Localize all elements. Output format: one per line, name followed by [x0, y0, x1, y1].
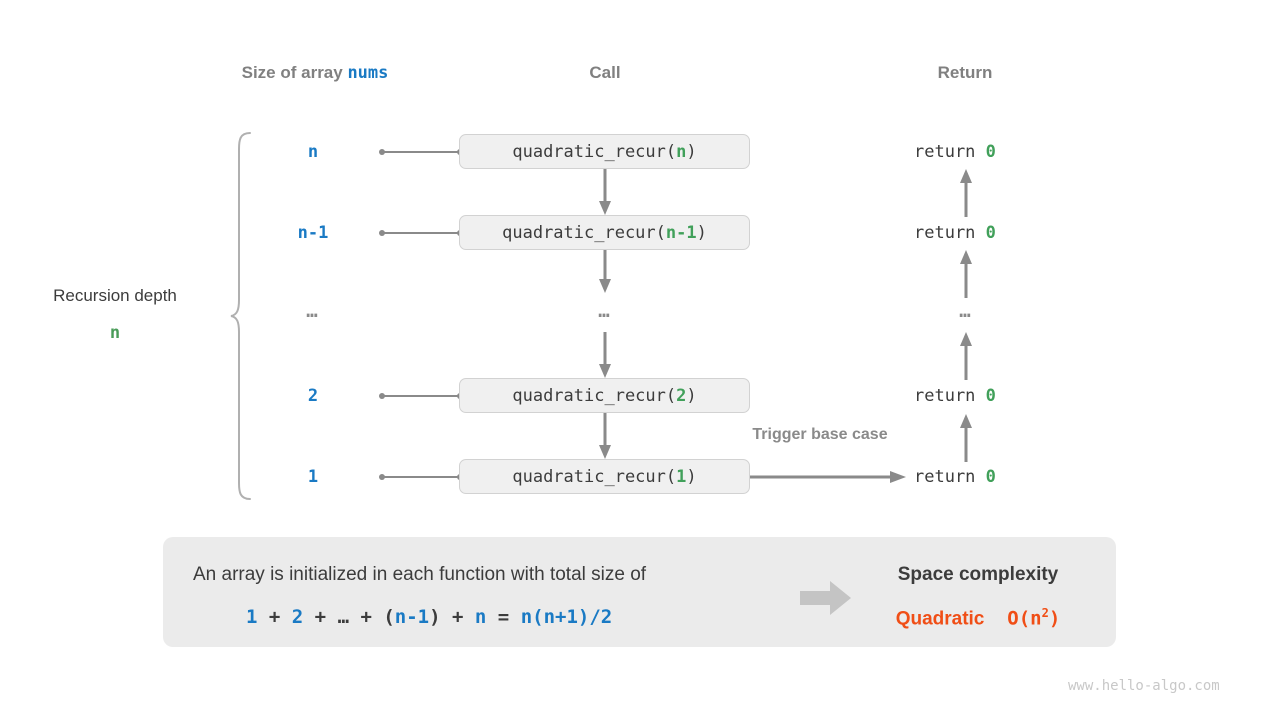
connector-row-2	[378, 224, 464, 242]
formula-paren-close: )	[429, 606, 441, 628]
formula-result: n(n+1)/2	[520, 606, 613, 628]
size-label-row-1: n	[307, 142, 319, 162]
summary-panel-formula: 1 + 2 + … + (n-1) + n = n(n+1)/2	[246, 606, 612, 628]
recursion-depth-brace	[228, 130, 254, 502]
size-label-row-4: 2	[307, 386, 319, 406]
call-box-row-1-suffix: )	[686, 141, 697, 162]
formula-ellipsis: …	[337, 606, 350, 628]
return-arrow-2-to-1	[956, 167, 976, 217]
connector-row-4	[378, 387, 464, 405]
call-box-row-2-arg: n-1	[665, 222, 697, 243]
call-box-row-1-prefix: quadratic_recur(	[512, 141, 677, 162]
column-header-size-text: Size of array	[241, 63, 348, 82]
column-header-size-code: nums	[347, 63, 389, 83]
space-complexity-value: Quadratic O(n2)	[878, 606, 1078, 630]
base-case-arrow	[750, 467, 908, 487]
return-label-row-1-prefix: return	[914, 142, 986, 162]
block-arrow-icon	[800, 580, 852, 616]
column-header-size: Size of array nums	[190, 63, 440, 83]
recursion-depth-title: Recursion depth	[53, 286, 177, 305]
connector-row-1	[378, 143, 464, 161]
call-box-row-4[interactable]: quadratic_recur(2)	[459, 378, 750, 413]
return-arrow-5-to-4	[956, 412, 976, 462]
return-ellipsis-row-3: …	[959, 300, 973, 322]
summary-panel	[163, 537, 1116, 647]
formula-term-5: n	[474, 606, 487, 628]
formula-op-2: +	[303, 606, 338, 628]
space-complexity-exponent: 2	[1041, 606, 1049, 620]
call-box-row-2-suffix: )	[696, 222, 707, 243]
space-complexity-bigo: O(n	[1007, 607, 1042, 630]
base-case-note: Trigger base case	[752, 426, 888, 443]
formula-equals: =	[486, 606, 521, 628]
call-arrow-2-to-3	[595, 250, 615, 295]
call-box-row-1-arg: n	[676, 141, 687, 162]
column-header-call: Call	[589, 63, 621, 82]
return-label-row-5-prefix: return	[914, 467, 986, 487]
return-label-row-4: return 0	[914, 386, 996, 406]
call-arrow-4-to-5	[595, 413, 615, 461]
return-label-row-2-prefix: return	[914, 223, 986, 243]
return-arrow-3-to-2	[956, 248, 976, 298]
call-arrow-1-to-2	[595, 169, 615, 217]
formula-term-4: n-1	[394, 606, 430, 628]
call-box-row-5-arg: 1	[676, 466, 687, 487]
size-label-row-3: …	[306, 300, 320, 322]
return-label-row-4-value: 0	[985, 386, 996, 406]
return-label-row-2-value: 0	[985, 223, 996, 243]
call-box-row-2[interactable]: quadratic_recur(n-1)	[459, 215, 750, 250]
return-label-row-2: return 0	[914, 223, 996, 243]
call-box-row-5-suffix: )	[686, 466, 697, 487]
formula-op-1: +	[257, 606, 292, 628]
space-complexity-title: Space complexity	[897, 564, 1059, 585]
call-box-row-4-suffix: )	[686, 385, 697, 406]
return-label-row-1-value: 0	[985, 142, 996, 162]
call-box-row-5-prefix: quadratic_recur(	[512, 466, 677, 487]
connector-row-5	[378, 468, 464, 486]
call-box-row-5[interactable]: quadratic_recur(1)	[459, 459, 750, 494]
recursion-depth-value: n	[109, 323, 121, 343]
space-complexity-bigo-close: )	[1048, 607, 1061, 630]
formula-term-2: 2	[291, 606, 304, 628]
call-box-row-1[interactable]: quadratic_recur(n)	[459, 134, 750, 169]
summary-panel-description: An array is initialized in each function…	[193, 564, 647, 585]
formula-op-4: +	[440, 606, 475, 628]
return-label-row-5-value: 0	[985, 467, 996, 487]
formula-paren-open: (	[383, 606, 395, 628]
space-complexity-word: Quadratic	[895, 608, 985, 630]
size-label-row-5: 1	[307, 467, 319, 487]
formula-term-1: 1	[246, 606, 258, 628]
formula-op-3: +	[349, 606, 384, 628]
call-box-row-4-prefix: quadratic_recur(	[512, 385, 677, 406]
call-box-row-4-arg: 2	[676, 385, 687, 406]
return-label-row-1: return 0	[914, 142, 996, 162]
return-label-row-5: return 0	[914, 467, 996, 487]
return-label-row-4-prefix: return	[914, 386, 986, 406]
column-header-return: Return	[937, 63, 993, 82]
size-label-row-2: n-1	[297, 223, 329, 243]
call-ellipsis-row-3: …	[598, 300, 612, 322]
call-box-row-2-prefix: quadratic_recur(	[502, 222, 666, 243]
watermark: www.hello-algo.com	[1068, 678, 1220, 694]
return-arrow-4-to-3	[956, 330, 976, 380]
call-arrow-3-to-4	[595, 332, 615, 380]
